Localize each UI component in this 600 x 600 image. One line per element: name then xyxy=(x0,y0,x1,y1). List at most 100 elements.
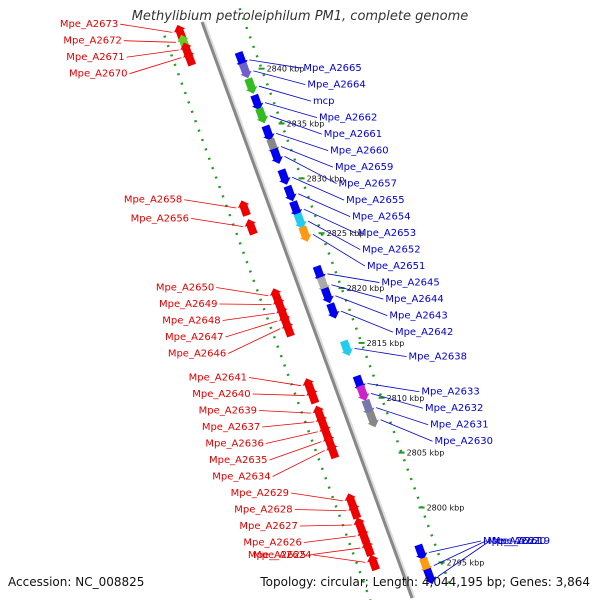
leader-line xyxy=(280,146,334,168)
gene-arrow-mpe_a2634 xyxy=(326,442,340,460)
leader-line xyxy=(249,59,302,69)
leader-line xyxy=(335,295,388,316)
gene-labels: Mpe_A2673Mpe_A2672Mpe_A2671Mpe_A2670Mpe_… xyxy=(60,19,550,561)
gene-label-mpe_a2655: Mpe_A2655 xyxy=(346,195,404,206)
gene-arrow-mpe_a2638 xyxy=(340,339,353,356)
gene-arrow-mpe_a2654 xyxy=(283,184,297,202)
gene-label-mpe_a2649: Mpe_A2649 xyxy=(159,299,217,310)
gene-label-mpe_a2620: Mpe_A2620 xyxy=(488,536,546,547)
gene-arrow-mpe_a2643 xyxy=(320,286,334,304)
gene-label-mpe_a2673: Mpe_A2673 xyxy=(60,19,118,30)
gene-arrow-mpe_a2619 xyxy=(423,567,437,585)
gene-label-mpe_a2625: Mpe_A2625 xyxy=(248,550,306,561)
gene-arrow-mpe_a2661 xyxy=(255,106,269,124)
kbp-tick-label: 2825 kbp xyxy=(327,229,365,238)
gene-label-mpe_a2651: Mpe_A2651 xyxy=(367,261,425,272)
leader-line xyxy=(258,85,312,102)
leader-line xyxy=(265,431,318,444)
right-strand-guide xyxy=(238,7,451,585)
leader-line xyxy=(276,132,329,151)
gene-arrow-mpe_a2632 xyxy=(356,384,370,401)
gene-label-mpe_a2664: Mpe_A2664 xyxy=(307,80,365,91)
gene-label-mpe_a2654: Mpe_A2654 xyxy=(352,212,410,223)
gene-arrow-mpe_a2642 xyxy=(326,302,340,319)
gene-label-mpe_a2633: Mpe_A2633 xyxy=(421,387,479,398)
gene-features xyxy=(173,24,437,585)
leader-line xyxy=(433,540,486,567)
genome-summary-text: Topology: circular; Length: 4,044,195 bp… xyxy=(260,575,590,589)
gene-arrow-mpe_a2628 xyxy=(348,503,362,520)
gene-arrow-mpe_a2664 xyxy=(238,61,252,79)
leader-line xyxy=(262,421,315,428)
leader-line xyxy=(428,540,482,553)
leader-line xyxy=(290,492,344,502)
gene-label-mpe_a2670: Mpe_A2670 xyxy=(69,69,127,80)
kbp-tick-label: 2805 kbp xyxy=(407,449,445,458)
leader-line xyxy=(437,540,490,577)
gene-arrow-mpe_a2621 xyxy=(414,543,428,560)
gene-arrow-mpe_a2626 xyxy=(357,528,371,545)
leader-line xyxy=(216,287,269,297)
gene-label-mpe_a2631: Mpe_A2631 xyxy=(430,420,488,431)
backbone-line xyxy=(200,21,414,599)
gene-label-mpe_a2637: Mpe_A2637 xyxy=(202,422,260,433)
label-leaders xyxy=(120,23,490,577)
leader-line xyxy=(331,284,384,300)
leader-line xyxy=(269,441,322,461)
leader-line xyxy=(123,40,176,43)
gene-label-mpe_a2650: Mpe_A2650 xyxy=(156,283,214,294)
gene-arrow-mpe_a2631 xyxy=(361,398,375,416)
leader-line xyxy=(190,217,244,228)
gene-label-mpe_a2632: Mpe_A2632 xyxy=(425,403,483,414)
kbp-tick-label: 2795 kbp xyxy=(447,558,485,567)
kbp-tick-label: 2820 kbp xyxy=(347,284,385,293)
leader-line xyxy=(129,57,182,75)
gene-label-mpe_a2646: Mpe_A2646 xyxy=(168,349,226,360)
gene-label-mpe_a2658: Mpe_A2658 xyxy=(124,195,182,206)
kbp-tick-label: 2800 kbp xyxy=(427,503,465,512)
gene-label-mpe_a2627: Mpe_A2627 xyxy=(239,521,297,532)
leader-line xyxy=(184,199,237,209)
gene-label-mpe_a2636: Mpe_A2636 xyxy=(205,438,263,449)
gene-label-mpe_a2644: Mpe_A2644 xyxy=(385,294,443,305)
leader-line xyxy=(313,554,366,563)
gene-label-mpe_a2629: Mpe_A2629 xyxy=(231,488,289,499)
leader-line xyxy=(354,348,407,358)
leader-line xyxy=(120,23,173,33)
gene-label-mpe_a2628: Mpe_A2628 xyxy=(234,504,292,515)
gene-label-mpe_a2619: Mpe_A2619 xyxy=(492,536,550,547)
gene-arrow-mpe_a2662 xyxy=(250,93,264,111)
accession-text: Accession: NC_008825 xyxy=(8,575,145,589)
leader-line xyxy=(380,419,433,442)
leader-line xyxy=(252,393,305,396)
gene-label-mpe_a2671: Mpe_A2671 xyxy=(66,52,124,63)
gene-label-mpe_a2639: Mpe_A2639 xyxy=(199,405,257,416)
gene-label-mcp: mcp xyxy=(313,96,335,107)
kbp-tick-label: 2840 kbp xyxy=(267,65,305,74)
gene-label-mpe_a2665: Mpe_A2665 xyxy=(303,63,361,74)
gene-label-mpe_a2641: Mpe_A2641 xyxy=(189,372,247,383)
leader-line xyxy=(272,450,325,477)
leader-line xyxy=(225,320,278,338)
gene-arrow-mpe_a2657 xyxy=(270,147,283,164)
leader-line xyxy=(253,70,306,85)
leader-line xyxy=(376,407,429,426)
gene-label-mpe_a2642: Mpe_A2642 xyxy=(395,327,453,338)
leader-line xyxy=(370,393,424,409)
leader-line xyxy=(248,377,302,387)
gene-label-mpe_a2635: Mpe_A2635 xyxy=(209,455,267,466)
gene-label-mpe_a2624: Mpe_A2624 xyxy=(253,550,311,561)
leader-line xyxy=(126,49,179,58)
gene-arrow-mpe_a2660 xyxy=(261,124,275,141)
gene-label-mpe_a2656: Mpe_A2656 xyxy=(131,213,189,224)
gene-arrow-mpe_a2651 xyxy=(298,225,312,242)
leader-line xyxy=(222,312,275,321)
leader-line xyxy=(303,535,356,543)
gene-label-mpe_a2647: Mpe_A2647 xyxy=(165,332,223,343)
gene-arrow-mpe_a2624 xyxy=(367,554,380,572)
gene-arrow-mpe_a2630 xyxy=(366,410,379,428)
leader-line xyxy=(228,328,281,354)
leader-line xyxy=(312,233,366,267)
